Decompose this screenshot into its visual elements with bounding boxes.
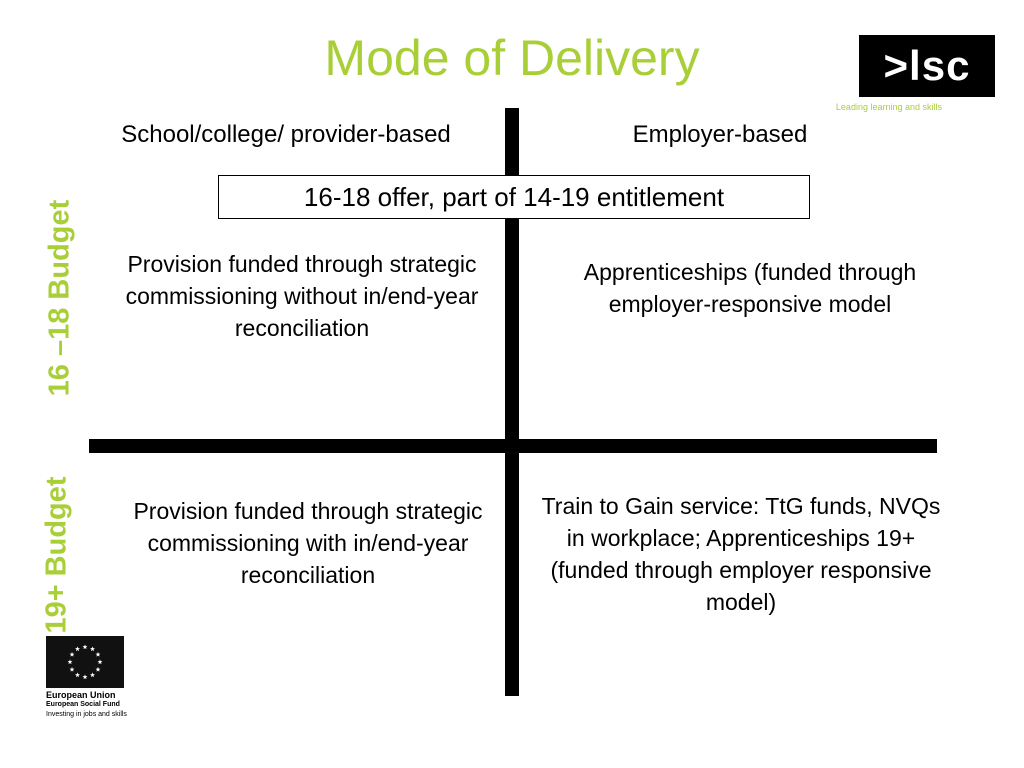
lsc-logo: >lsc [859, 35, 995, 97]
eu-star-icon [75, 646, 80, 652]
eu-star-icon [97, 659, 103, 665]
eu-star-icon [95, 666, 101, 672]
column-header-employer: Employer-based [632, 121, 808, 148]
quadrant-bottom-left: Provision funded through strategic commi… [133, 498, 483, 588]
quadrant-bottom-right: Train to Gain service: TtG funds, NVQs i… [541, 493, 941, 615]
eu-star-icon [90, 672, 95, 678]
eu-flag-icon [46, 636, 124, 688]
row-label-16-18-budget: 16 –18 Budget [43, 199, 76, 397]
vertical-divider [505, 108, 519, 696]
slide-title: Mode of Delivery [324, 30, 700, 86]
quadrant-top-left: Provision funded through strategic commi… [125, 251, 479, 341]
eu-logo-slogan: Investing in jobs and skills [46, 711, 127, 718]
eu-star-icon [75, 672, 80, 678]
eu-star-icon [82, 644, 88, 650]
eu-logo-name: European Union [46, 690, 116, 700]
lsc-logo-mark: >lsc [883, 42, 971, 89]
eu-stars-icon [67, 644, 103, 680]
quadrant-top-right: Apprenticeships (funded through employer… [583, 259, 917, 317]
offer-box: 16-18 offer, part of 14-19 entitlement [218, 175, 810, 219]
eu-star-icon [90, 646, 95, 652]
eu-logo-fund: European Social Fund [46, 701, 120, 708]
horizontal-divider [89, 439, 937, 453]
eu-star-icon [95, 651, 101, 657]
eu-star-icon [82, 674, 88, 680]
column-header-provider: School/college/ provider-based [121, 121, 451, 148]
eu-star-icon [69, 651, 75, 657]
lsc-tagline: Leading learning and skills [835, 102, 942, 112]
row-label-19-plus-budget: 19+ Budget [40, 476, 73, 634]
eu-star-icon [69, 666, 75, 672]
offer-box-label: 16-18 offer, part of 14-19 entitlement [303, 181, 725, 212]
eu-star-icon [67, 659, 73, 665]
